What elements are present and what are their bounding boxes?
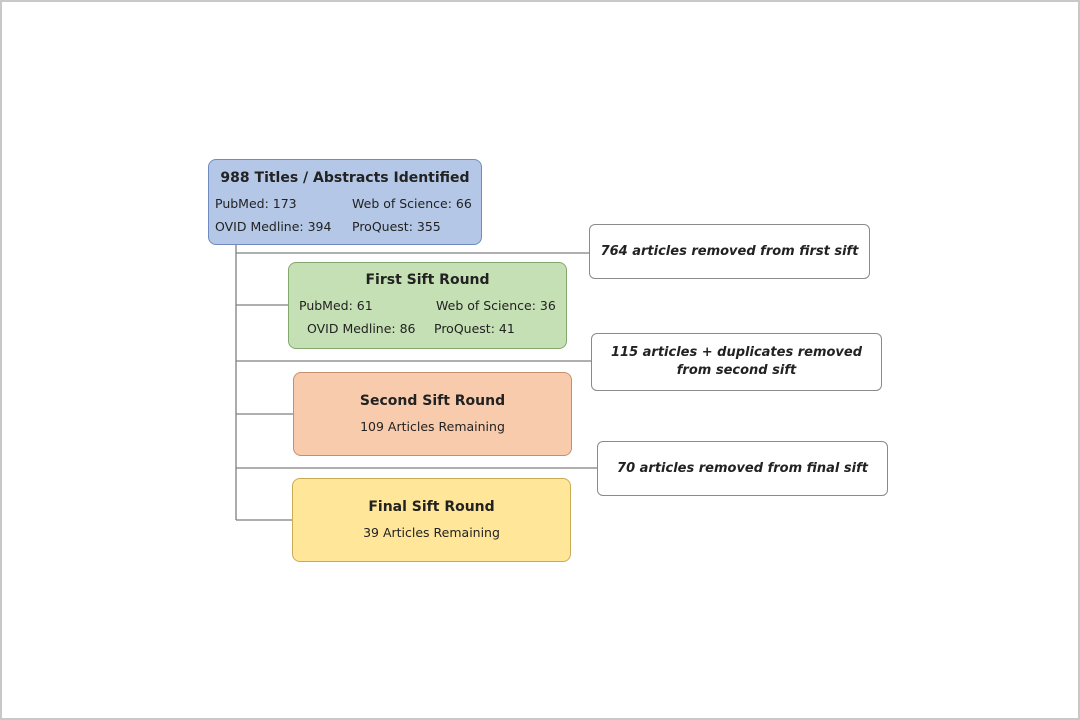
second-removal-note: 115 articles + duplicates removed from s… <box>591 333 882 391</box>
identified-web-of-science: Web of Science: 66 <box>352 196 472 211</box>
first-sift-title: First Sift Round <box>365 272 490 288</box>
first-removal-note: 764 articles removed from first sift <box>589 224 870 279</box>
first-sift-ovid-medline: OVID Medline: 86 <box>307 321 416 336</box>
final-sift-box: Final Sift Round 39 Articles Remaining <box>292 478 571 562</box>
identified-pubmed: PubMed: 173 <box>215 196 297 211</box>
identified-ovid-medline: OVID Medline: 394 <box>215 219 332 234</box>
final-removal-note: 70 articles removed from final sift <box>597 441 888 496</box>
first-sift-proquest: ProQuest: 41 <box>434 321 515 336</box>
second-sift-remaining: 109 Articles Remaining <box>360 419 505 434</box>
identified-proquest: ProQuest: 355 <box>352 219 441 234</box>
first-sift-pubmed: PubMed: 61 <box>299 298 373 313</box>
final-sift-title: Final Sift Round <box>368 499 495 515</box>
first-sift-web-of-science: Web of Science: 36 <box>436 298 556 313</box>
identified-box: 988 Titles / Abstracts Identified PubMed… <box>208 159 482 245</box>
final-sift-remaining: 39 Articles Remaining <box>363 525 500 540</box>
identified-title: 988 Titles / Abstracts Identified <box>220 170 470 186</box>
second-sift-title: Second Sift Round <box>359 393 506 409</box>
first-sift-box: First Sift Round PubMed: 61 Web of Scien… <box>288 262 567 349</box>
second-sift-box: Second Sift Round 109 Articles Remaining <box>293 372 572 456</box>
